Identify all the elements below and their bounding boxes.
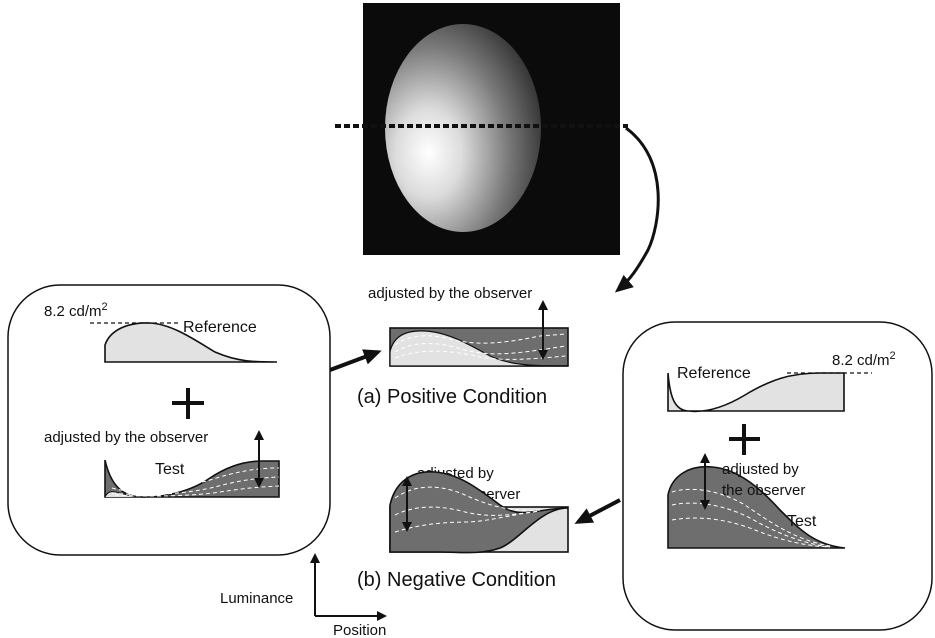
- axes-legend: [310, 553, 387, 621]
- left-reference-profile: [104, 322, 278, 363]
- right-adjusted-line1: adjusted by: [722, 461, 799, 478]
- right-reference-level: 8.2 cd/m2: [832, 350, 896, 369]
- left-reference-level: 8.2 cd/m2: [44, 301, 108, 320]
- arrow-to-positive: [329, 349, 382, 372]
- left-panel: [7, 284, 331, 556]
- positive-profile: [389, 327, 569, 367]
- left-test-profile: [104, 459, 280, 498]
- right-test-label: Test: [787, 513, 817, 530]
- curved-arrow: [614, 126, 660, 293]
- right-adjusted-line2: the observer: [722, 482, 805, 499]
- axis-y-label: Luminance: [220, 590, 293, 607]
- positive-adjusted-label: adjusted by the observer: [368, 285, 532, 302]
- axis-x-label: Position: [333, 622, 386, 638]
- negative-profile: [389, 471, 569, 554]
- left-adjusted-label: adjusted by the observer: [44, 429, 208, 446]
- left-reference-label: Reference: [183, 319, 257, 336]
- plus-sign-right: [729, 424, 760, 455]
- arrow-to-negative: [574, 498, 621, 524]
- left-test-label: Test: [155, 461, 185, 478]
- right-test-profile: [667, 466, 846, 549]
- sphere-stimulus-image: [363, 3, 620, 255]
- right-reference-label: Reference: [677, 365, 751, 382]
- plus-sign: [172, 388, 204, 419]
- right-panel: [622, 321, 933, 631]
- positive-caption: (a) Positive Condition: [357, 386, 547, 408]
- negative-caption: (b) Negative Condition: [357, 569, 556, 591]
